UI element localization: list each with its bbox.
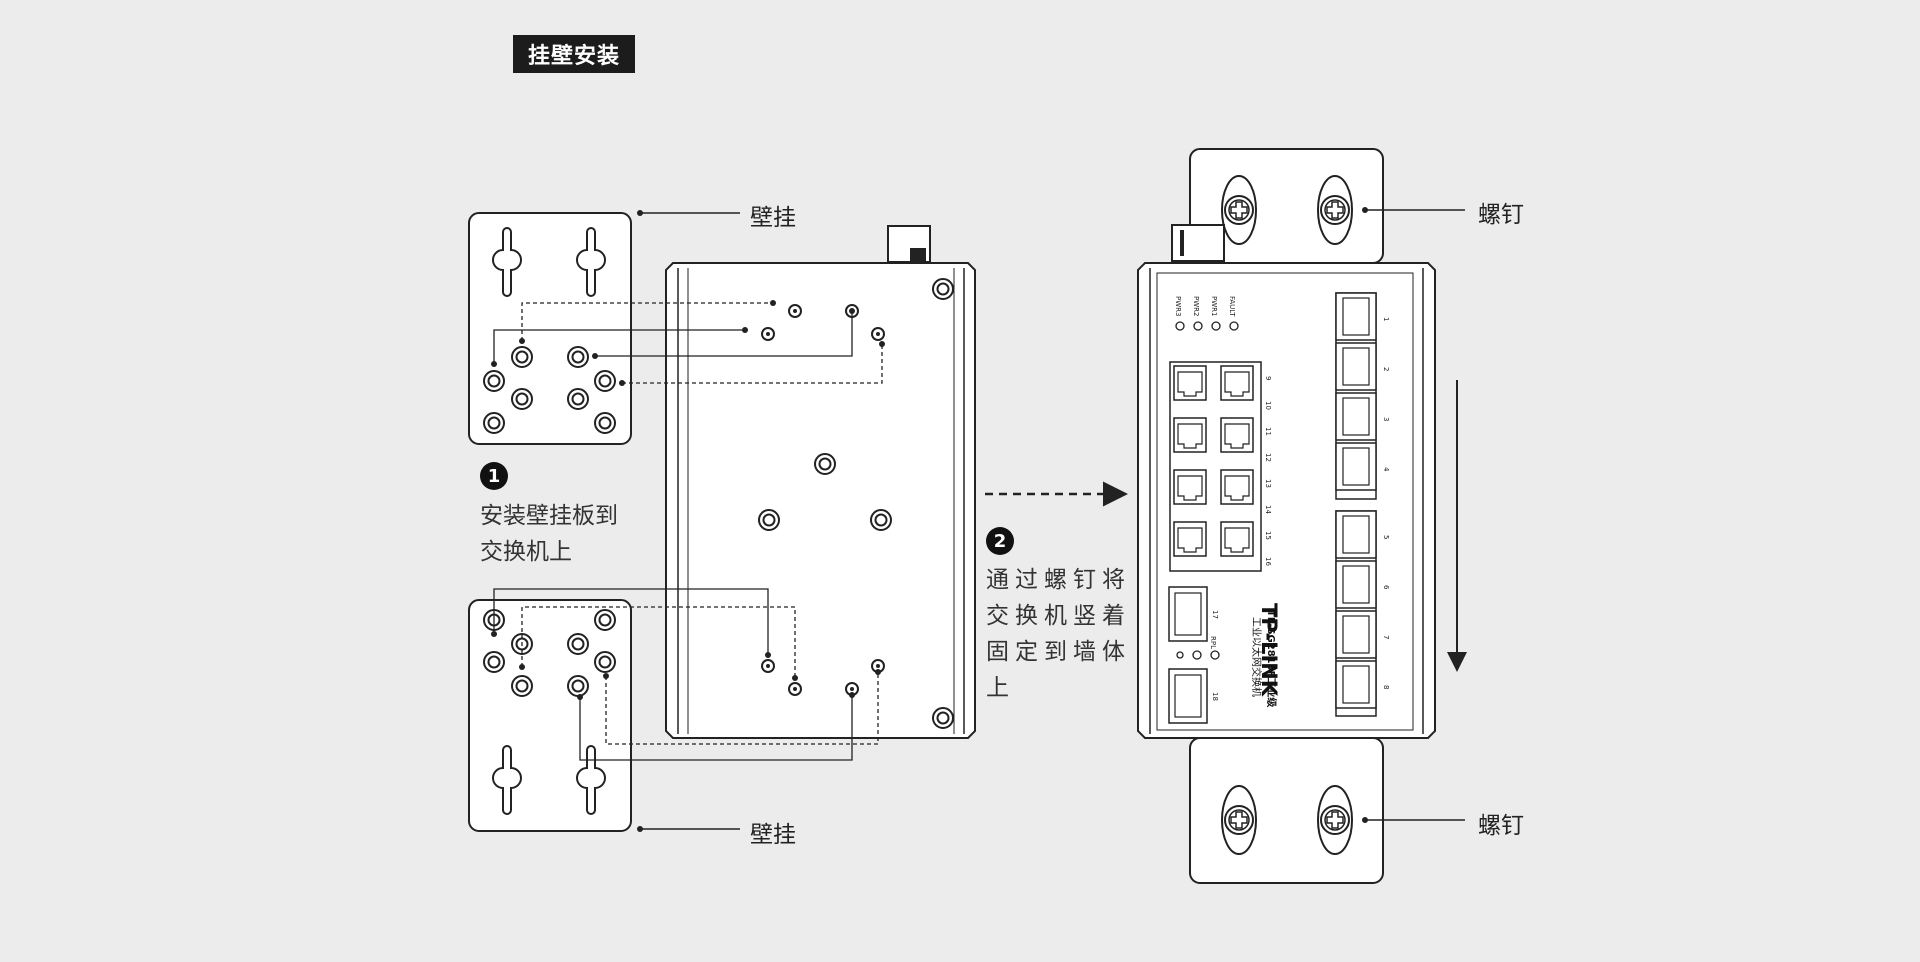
screw-icon [1221, 175, 1257, 245]
wall-plate-bottom-mounted [1189, 737, 1384, 884]
step-2-line: 上 [986, 675, 1015, 701]
screw-icon [1221, 785, 1257, 855]
port-label: 8 [1382, 685, 1390, 689]
led-label-fault: FAULT [1228, 296, 1236, 317]
sfp-port [1335, 660, 1377, 709]
copper-port [1220, 521, 1254, 557]
port-label: 10 [1264, 401, 1272, 410]
port-label: 2 [1382, 367, 1390, 371]
switch-front-mounted: PWR3 PWR2 PWR1 FAULT 9 10 11 12 13 14 15… [1137, 148, 1436, 884]
copper-port [1220, 417, 1254, 453]
port-label: 12 [1264, 453, 1272, 462]
status-leds: PWR3 PWR2 PWR1 FAULT [1174, 296, 1239, 331]
sfp-port [1335, 510, 1377, 559]
screw-icon [1317, 175, 1353, 245]
wall-mount-label-bottom: 壁挂 [750, 822, 796, 848]
sfp-port [1335, 560, 1377, 609]
port-label: 4 [1382, 467, 1390, 472]
sfp-port [1335, 442, 1377, 491]
led-label-pwr2: PWR2 [1192, 296, 1200, 316]
port-label: 3 [1382, 417, 1390, 421]
copper-port [1173, 469, 1207, 505]
copper-port [1220, 469, 1254, 505]
sfp-port [1335, 392, 1377, 441]
wall-plate-bottom [468, 599, 632, 832]
screw-label-top: 螺钉 [1478, 202, 1524, 228]
rpl-label: RPL [1209, 636, 1217, 649]
step-2-badge: 2 [986, 527, 1014, 555]
device-subtitle: 工业以太网交换机 [1250, 617, 1263, 697]
port-label: 13 [1264, 479, 1272, 488]
step-2-text: 通过螺钉将 交换机竖着 固定到墙体 上 [986, 562, 1131, 706]
copper-port [1173, 521, 1207, 557]
step-1-line: 安装壁挂板到 [480, 503, 618, 529]
sfp-port [1335, 610, 1377, 659]
step-1-line: 交换机上 [480, 539, 572, 565]
port-label: 18 [1211, 692, 1219, 701]
wall-plate-top [468, 212, 632, 445]
port-label: 6 [1382, 585, 1390, 590]
screw-icon [1317, 785, 1353, 855]
step-2-line: 通过螺钉将 [986, 567, 1131, 593]
step-1-badge: 1 [480, 462, 508, 490]
alignment-lines-top [493, 302, 883, 384]
step-2-line: 固定到墙体 [986, 639, 1131, 665]
screw-label-bottom: 螺钉 [1478, 813, 1524, 839]
port-label: 5 [1382, 535, 1390, 539]
copper-port [1173, 417, 1207, 453]
port-label: 14 [1264, 505, 1272, 514]
port-label: 15 [1264, 531, 1272, 540]
wall-mount-label-top: 壁挂 [750, 205, 796, 231]
step-1-text: 安装壁挂板到 交换机上 [480, 498, 618, 570]
sfp-port [1335, 292, 1377, 341]
port-label: 7 [1382, 635, 1390, 639]
alignment-lines-bottom [493, 588, 879, 761]
port-label: 11 [1264, 427, 1272, 436]
device-model: TL-SG2818F工业级 [1265, 610, 1278, 708]
copper-port [1220, 365, 1254, 401]
port-label: 1 [1382, 317, 1390, 321]
port-label: 17 [1211, 610, 1219, 619]
port-label: 9 [1264, 376, 1272, 380]
sfp-port [1335, 342, 1377, 391]
page-title: 挂壁安装 [513, 35, 635, 73]
brand-logo: TP-LINK [1257, 603, 1281, 697]
port-label: 16 [1264, 557, 1272, 566]
copper-port [1173, 365, 1207, 401]
led-label-pwr1: PWR1 [1210, 296, 1218, 316]
led-label-pwr3: PWR3 [1174, 296, 1182, 316]
step-2-line: 交换机竖着 [986, 603, 1131, 629]
switch-back-panel [665, 225, 976, 739]
